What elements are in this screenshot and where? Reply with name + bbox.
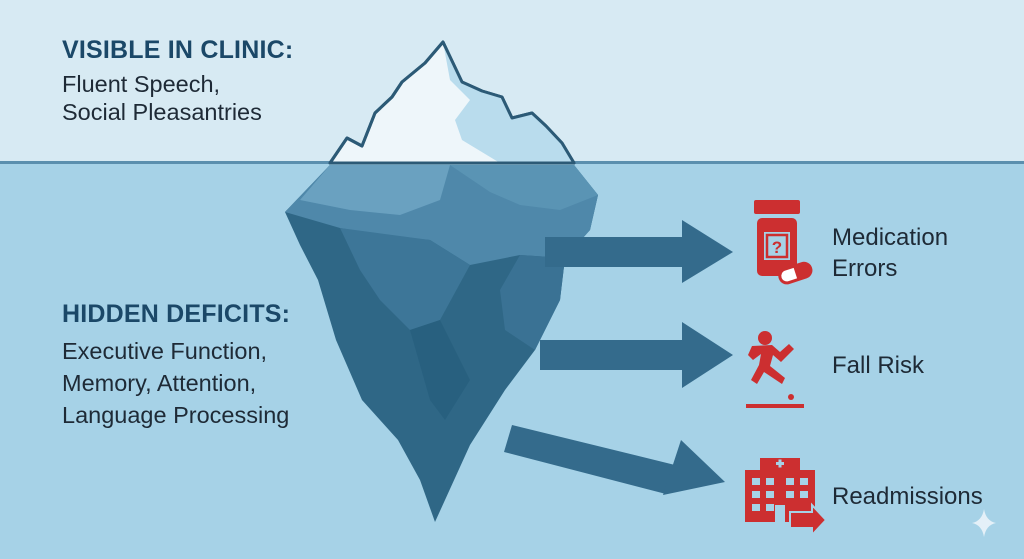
hidden-line-1: Executive Function,: [62, 338, 268, 364]
iceberg-underwater: [285, 165, 598, 522]
arrow-to-medication-errors: [545, 220, 733, 283]
arrow-to-readmissions: [504, 425, 725, 495]
iceberg-tip: [328, 40, 576, 165]
outcome-medication-line-1: Medication: [832, 224, 949, 251]
medication-bottle-icon: ?: [754, 200, 813, 285]
outcome-readmissions: Readmissions: [832, 483, 983, 510]
falling-person-icon: [746, 331, 804, 408]
hospital-readmission-icon: [745, 458, 828, 538]
question-mark-glyph: ?: [772, 238, 782, 257]
hidden-line-2: Memory, Attention,: [62, 370, 257, 396]
visible-heading: VISIBLE IN CLINIC:: [62, 36, 294, 64]
visible-line-1: Fluent Speech,: [62, 71, 221, 97]
arrow-to-fall-risk: [540, 322, 733, 388]
outcome-fall-risk: Fall Risk: [832, 352, 925, 379]
outcome-medication-line-2: Errors: [832, 255, 898, 282]
hidden-line-3: Language Processing: [62, 402, 290, 428]
sparkle-icon: [972, 509, 996, 537]
hidden-heading: HIDDEN DEFICITS:: [62, 300, 291, 328]
visible-line-2: Social Pleasantries: [62, 99, 262, 125]
